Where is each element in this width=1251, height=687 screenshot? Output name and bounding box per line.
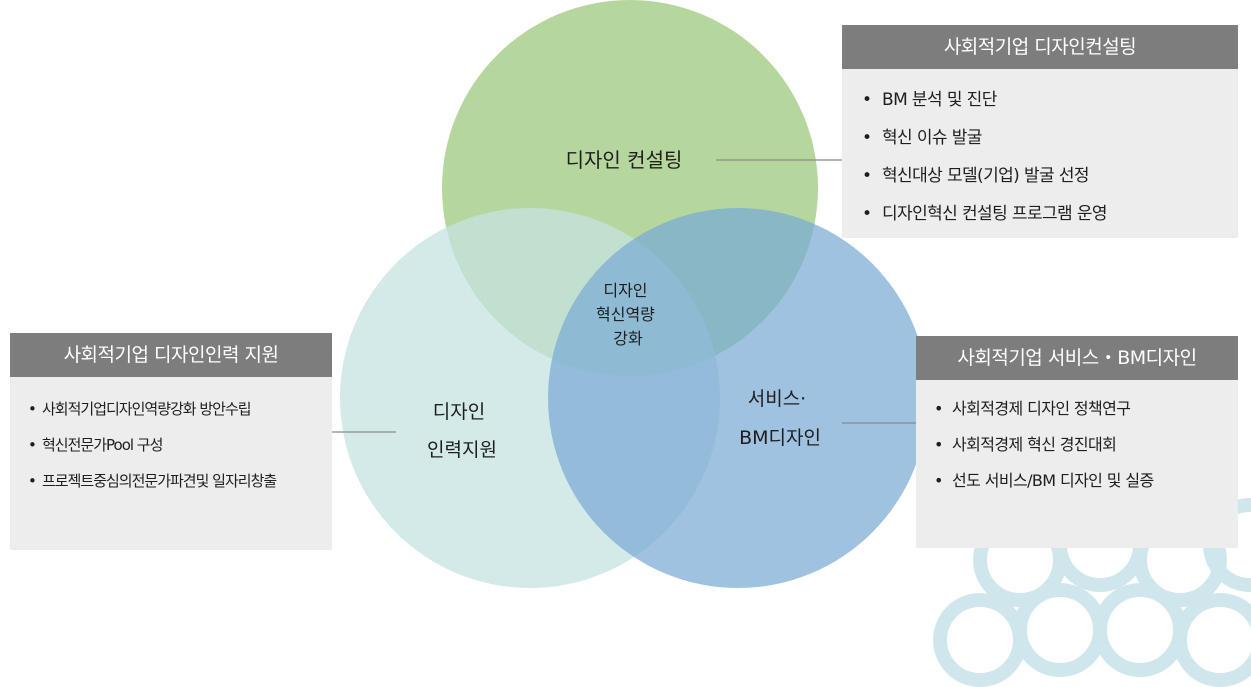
- talent-box-title: 사회적기업 디자인인력 지원: [10, 333, 332, 377]
- list-item: 혁신대상 모델(기업) 발굴 선정: [862, 163, 1238, 201]
- circle-label-line: 서비스·: [748, 388, 806, 410]
- list-item: 선도 서비스/BM 디자인 및 실증: [934, 468, 1238, 504]
- circle-label-line: 디자인: [433, 401, 485, 423]
- center-label-line: 강화: [613, 329, 643, 348]
- list-item: 혁신전문가Pool 구성: [28, 433, 332, 469]
- talent-list: 사회적기업디자인역량강화 방안수립 혁신전문가Pool 구성 프로젝트중심의전문…: [10, 377, 332, 535]
- center-label-line: 디자인: [603, 281, 647, 300]
- center-label-line: 혁신역량: [596, 305, 655, 324]
- service-list: 사회적경제 디자인 정책연구 사회적경제 혁신 경진대회 선도 서비스/BM 디…: [916, 380, 1238, 504]
- circle-service: [548, 208, 928, 588]
- circle-label-line: 인력지원: [427, 439, 497, 461]
- list-item: 디자인혁신 컨설팅 프로그램 운영: [862, 201, 1238, 239]
- list-item: 사회적경제 디자인 정책연구: [934, 396, 1238, 432]
- service-box-title: 사회적기업 서비스・BM디자인: [916, 336, 1238, 380]
- consulting-box: 사회적기업 디자인컨설팅 BM 분석 및 진단 혁신 이슈 발굴 혁신대상 모델…: [842, 25, 1238, 238]
- list-item: 사회적경제 혁신 경진대회: [934, 432, 1238, 468]
- circle-label-consulting: 디자인 컨설팅: [566, 148, 683, 172]
- list-item: 프로젝트중심의전문가파견및 일자리창출: [28, 463, 332, 535]
- list-item: BM 분석 및 진단: [862, 87, 1238, 125]
- circle-label-talent: 디자인 인력지원: [427, 401, 497, 461]
- list-item: 사회적기업디자인역량강화 방안수립: [28, 397, 332, 433]
- circle-label-line: 디자인 컨설팅: [566, 148, 683, 172]
- consulting-list: BM 분석 및 진단 혁신 이슈 발굴 혁신대상 모델(기업) 발굴 선정 디자…: [842, 69, 1238, 239]
- list-item: 혁신 이슈 발굴: [862, 125, 1238, 163]
- talent-box: 사회적기업 디자인인력 지원 사회적기업디자인역량강화 방안수립 혁신전문가Po…: [10, 333, 332, 550]
- circle-label-line: BM디자인: [739, 427, 821, 449]
- circle-label-service: 서비스· BM디자인: [739, 388, 821, 449]
- consulting-box-title: 사회적기업 디자인컨설팅: [842, 25, 1238, 69]
- center-label: 디자인 혁신역량 강화: [596, 281, 660, 348]
- service-box: 사회적기업 서비스・BM디자인 사회적경제 디자인 정책연구 사회적경제 혁신 …: [916, 336, 1238, 548]
